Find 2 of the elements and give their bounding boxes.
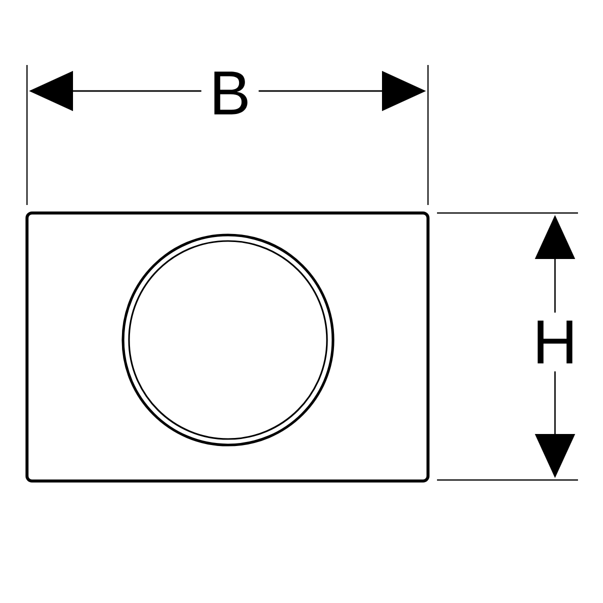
dimension-label: B [201, 64, 259, 122]
dimension-label: H [524, 312, 586, 372]
